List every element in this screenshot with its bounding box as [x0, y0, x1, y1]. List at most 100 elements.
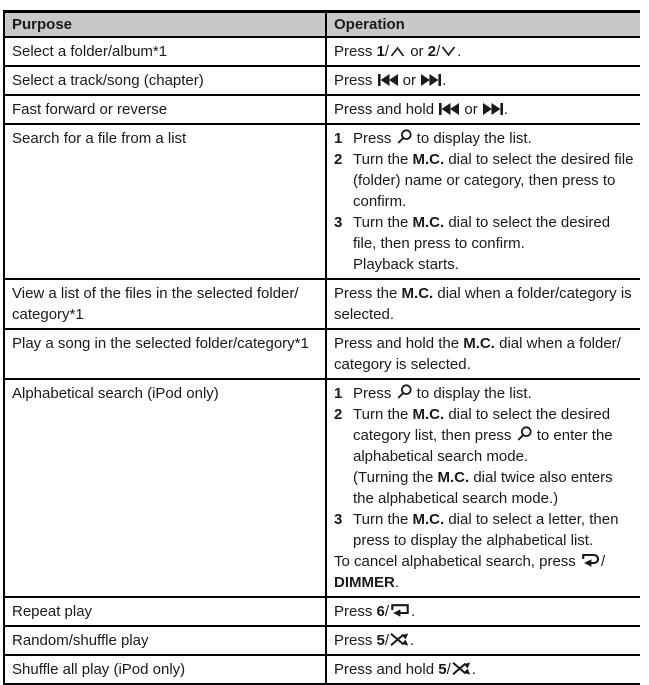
text: /​	[384, 43, 390, 60]
bold-text: M.C.	[412, 151, 445, 168]
next-track-icon	[421, 70, 442, 91]
step-body: Turn the M.C. dial to select a letter, t…	[353, 509, 634, 551]
operation-paragraph: Press and hold 5/​.	[334, 659, 634, 680]
operation-paragraph: Press 6/​.	[334, 601, 634, 622]
text: dial to select the desired file, then pr…	[353, 214, 611, 252]
text: dial twice also enters the alphabetical …	[353, 469, 613, 507]
text: .	[411, 603, 416, 620]
shuffle-icon	[452, 659, 471, 680]
header-operation: Operation	[325, 13, 640, 36]
purpose-cell: Alphabetical search (iPod only)	[12, 385, 219, 402]
table-row: Alphabetical search (iPod only) 1 Press to…	[5, 380, 640, 598]
text: dial to select the desired file (folder)…	[353, 151, 634, 210]
text: Press and hold	[334, 661, 439, 678]
bold-text: M.C.	[463, 335, 495, 352]
bold-text: M.C.	[401, 285, 434, 302]
operation-continuation: Playback starts.	[334, 254, 634, 275]
operation-step: 1 Press to display the list.	[334, 383, 634, 404]
operation-paragraph: Press 1/​ or 2/​.	[334, 41, 634, 62]
table-header-row: Purpose Operation	[5, 13, 640, 38]
text: .	[503, 101, 509, 118]
bold-text: DIMMER	[334, 574, 395, 591]
operation-cell: Press and hold the M.C. dial when a fold…	[325, 330, 640, 378]
text: .	[410, 632, 415, 649]
text: to display the list.	[412, 130, 532, 147]
text: Turn the	[353, 511, 413, 528]
text: dial when a folder/​category is selected…	[334, 335, 621, 373]
back-icon	[581, 551, 600, 572]
text: or	[460, 101, 482, 118]
text: dial when a folder/​category is selected…	[334, 285, 632, 323]
operation-paragraph: To cancel alphabetical search, press /​D…	[334, 551, 634, 593]
purpose-cell: View a list of the files in the selected…	[12, 285, 299, 323]
text: Press	[334, 603, 377, 620]
step-body: Turn the M.C. dial to select the desired…	[353, 212, 634, 254]
search-icon	[397, 128, 412, 149]
header-purpose: Purpose	[12, 16, 73, 33]
text: Press	[334, 43, 377, 60]
text: Press	[353, 385, 396, 402]
text: /​	[384, 603, 390, 620]
bold-text: M.C.	[412, 511, 445, 528]
text: dial to select a letter, then press to d…	[353, 511, 619, 549]
bold-text: 5	[376, 632, 385, 649]
purpose-cell: Shuffle all play (iPod only)	[12, 661, 186, 678]
text: Turn the	[353, 214, 413, 231]
text: Press	[334, 632, 377, 649]
text: Press and hold the	[334, 335, 464, 352]
table-row: Fast forward or reverse Press and hold or…	[5, 96, 640, 125]
text: Turn the	[353, 151, 413, 168]
operation-table: Purpose Operation Select a folder/album*…	[3, 10, 640, 685]
text: To cancel alphabetical search, press	[334, 553, 580, 570]
purpose-cell: Repeat play	[12, 603, 93, 620]
operation-paragraph: Press and hold or .	[334, 99, 634, 120]
text: Playback starts.	[353, 256, 459, 273]
purpose-cell: Fast forward or reverse	[12, 101, 168, 118]
text: Press	[334, 72, 377, 89]
search-icon	[397, 383, 412, 404]
table-row: Repeat play Press 6/​.	[5, 598, 640, 627]
step-number: 2	[334, 406, 343, 423]
step-body: Press to display the list.	[353, 383, 634, 404]
purpose-cell: Select a track/song (chapter)	[12, 72, 204, 89]
operation-cell: Press the M.C. dial when a folder/​categ…	[325, 280, 640, 328]
text: (Turning the	[353, 469, 438, 486]
purpose-cell: Play a song in the selected folder/​cate…	[12, 335, 309, 352]
operation-cell: Press and hold 5/​.	[325, 656, 640, 683]
operation-paragraph: Press the M.C. dial when a folder/​categ…	[334, 283, 634, 325]
chevron-up-icon	[390, 41, 405, 62]
table-row: View a list of the files in the selected…	[5, 280, 640, 330]
operation-cell: Press 1/​ or 2/​.	[325, 38, 640, 65]
operation-paragraph: Press or .	[334, 70, 634, 91]
text: or	[406, 43, 428, 60]
bold-text: 6	[376, 603, 385, 620]
text: /​	[384, 632, 390, 649]
operation-cell: Press 6/​.	[325, 598, 640, 625]
bold-text: M.C.	[412, 406, 445, 423]
step-number: 3	[334, 511, 343, 528]
text: Press the	[334, 285, 402, 302]
bold-text: 1	[376, 43, 385, 60]
operation-continuation: (Turning the M.C. dial twice also enters…	[334, 467, 634, 509]
step-body: Turn the M.C. dial to select the desired…	[353, 149, 634, 212]
purpose-cell: Random/shuffle play	[12, 632, 149, 649]
text: /​	[436, 43, 441, 60]
bold-text: M.C.	[412, 214, 445, 231]
text: Press and hold	[334, 101, 439, 118]
previous-track-icon	[377, 70, 398, 91]
operation-cell: Press 5/​.	[325, 627, 640, 654]
step-number: 1	[334, 385, 343, 402]
text: .	[394, 574, 399, 591]
text: dial to select the desired category list…	[353, 406, 611, 444]
operation-cell: Press or .	[325, 67, 640, 94]
operation-paragraph: Press 5/​.	[334, 630, 634, 651]
step-number: 3	[334, 214, 343, 231]
bold-text: M.C.	[437, 469, 470, 486]
text: to enter the alphabetical search mode.	[353, 427, 613, 465]
